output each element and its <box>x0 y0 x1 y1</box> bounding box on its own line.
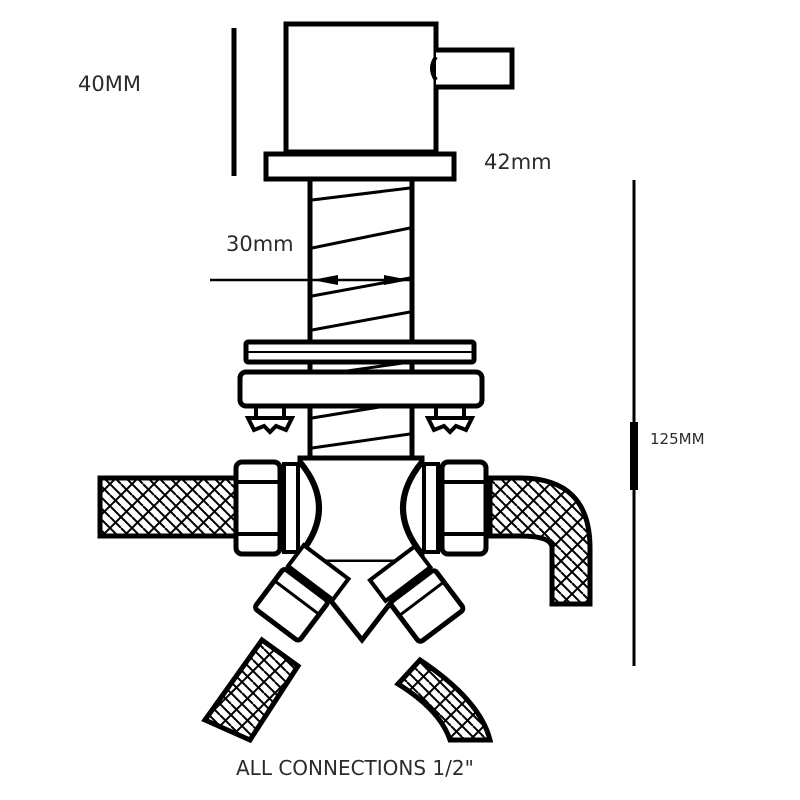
wing-screws <box>244 406 476 435</box>
hose-right <box>487 475 593 607</box>
compression-nut-right <box>422 459 489 557</box>
lower-hose-left <box>201 542 352 744</box>
handle-cap <box>283 21 515 155</box>
top-washer-plate <box>243 339 477 365</box>
label-total-125mm: 125MM <box>650 430 705 448</box>
label-flange-42mm: 42mm <box>484 150 552 174</box>
top-flange <box>263 151 457 182</box>
clamp-plate <box>237 369 485 409</box>
label-connections: ALL CONNECTIONS 1/2" <box>236 756 474 780</box>
compression-nut-left <box>233 459 300 557</box>
hose-left <box>97 475 239 539</box>
threaded-shank <box>307 176 415 472</box>
label-height-40mm: 40MM <box>78 72 141 96</box>
label-body-30mm: 30mm <box>226 232 294 256</box>
lower-hose-right <box>367 543 494 743</box>
